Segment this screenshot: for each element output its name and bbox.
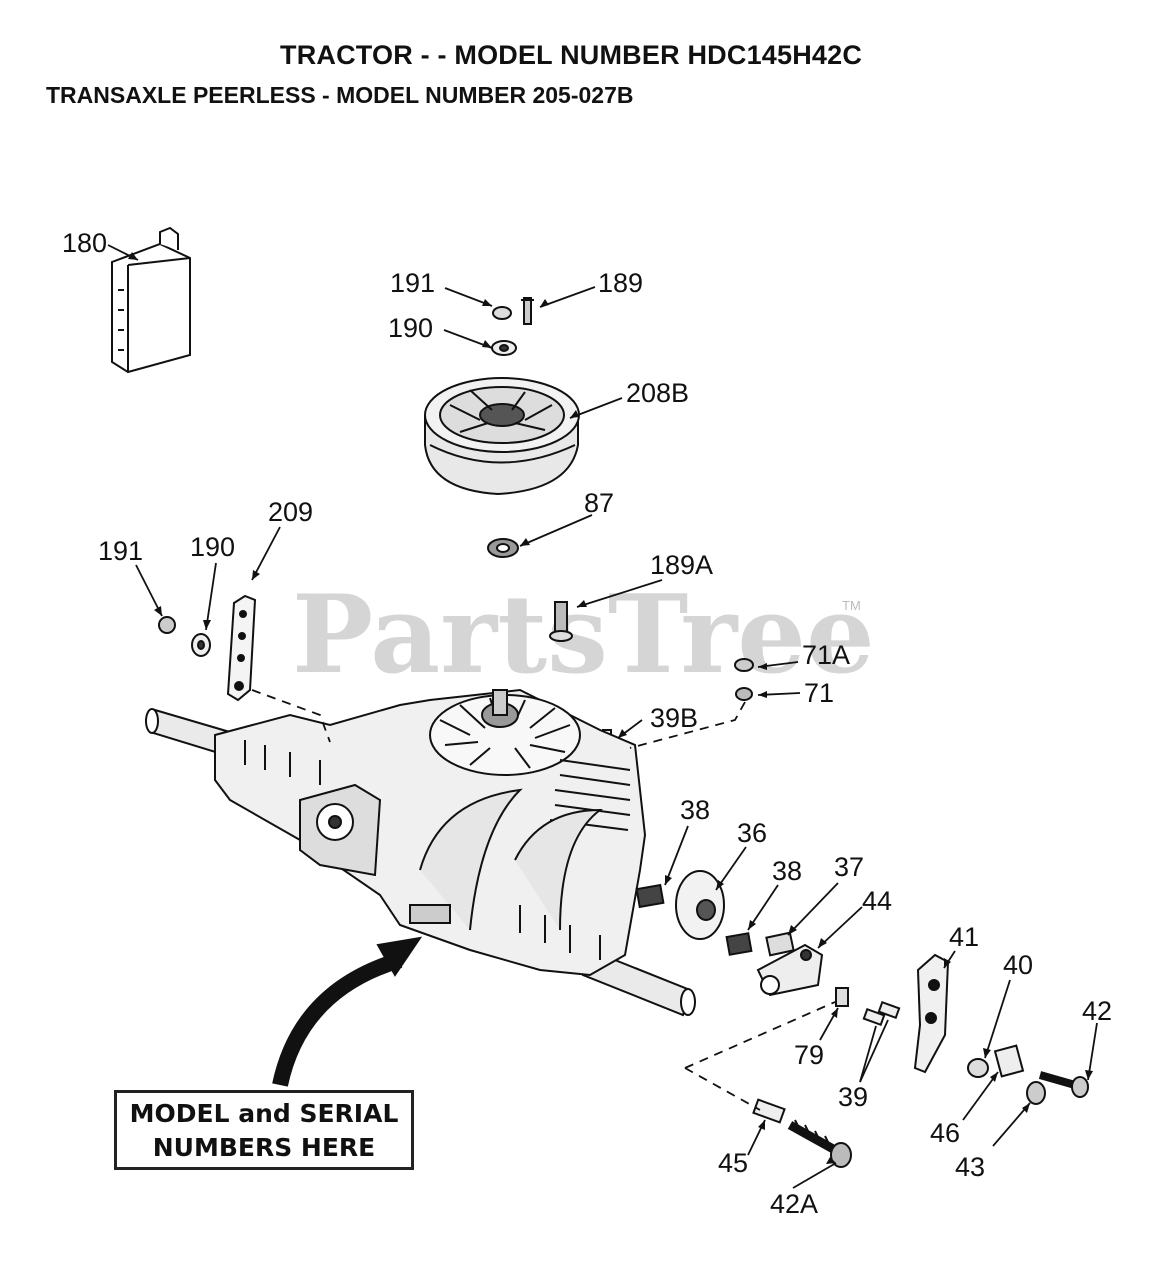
key-38-left-part[interactable]	[635, 883, 665, 909]
label-43: 43	[955, 1152, 985, 1182]
label-87: 87	[584, 488, 614, 518]
washer-190-left-part[interactable]	[191, 633, 211, 657]
label-190-left: 190	[190, 532, 235, 562]
label-36: 36	[737, 818, 767, 848]
bolt-42-part[interactable]	[1038, 1071, 1089, 1098]
callout-line-1: MODEL and SERIAL	[129, 1099, 399, 1128]
bolt-189-part[interactable]	[521, 297, 534, 325]
sleeve-45-part[interactable]	[752, 1098, 786, 1124]
watermark-tm: TM	[842, 598, 861, 613]
pins-39-part[interactable]	[862, 1000, 901, 1027]
pin-79-part[interactable]	[835, 987, 849, 1007]
label-189: 189	[598, 268, 643, 298]
bolt-42a-part[interactable]	[787, 1119, 852, 1168]
label-42a: 42A	[770, 1189, 818, 1219]
nut-191-left-part[interactable]	[158, 616, 176, 634]
label-38-right: 38	[772, 856, 802, 886]
label-180: 180	[62, 228, 107, 258]
pulley-208b-part[interactable]	[424, 377, 580, 496]
diagram-title: TRACTOR - - MODEL NUMBER HDC145H42C	[280, 40, 863, 70]
link-arm-209-part[interactable]	[226, 594, 257, 702]
seal-71a-part[interactable]	[734, 658, 754, 672]
label-41: 41	[949, 922, 979, 952]
bracket-41-part[interactable]	[913, 953, 950, 1074]
label-37: 37	[834, 852, 864, 882]
watermark-text: PartsTree	[292, 572, 875, 698]
transaxle-housing-part[interactable]	[145, 688, 696, 1017]
label-191-left: 191	[98, 536, 143, 566]
plate-37-part[interactable]	[765, 931, 795, 957]
serial-number-callout: MODEL and SERIAL NUMBERS HERE	[114, 1090, 414, 1170]
disc-36-part[interactable]	[675, 870, 725, 940]
label-39: 39	[838, 1082, 868, 1112]
label-40: 40	[1003, 950, 1033, 980]
label-191-top: 191	[390, 268, 435, 298]
oil-bottle-part[interactable]	[111, 226, 191, 374]
label-79: 79	[794, 1040, 824, 1070]
bolt-189a-part[interactable]	[549, 601, 573, 642]
label-208b: 208B	[626, 378, 689, 408]
label-189a: 189A	[650, 550, 713, 580]
washer-87-part[interactable]	[487, 538, 519, 558]
label-190-top: 190	[388, 313, 433, 343]
label-71a: 71A	[802, 640, 850, 670]
diagram-subtitle: TRANSAXLE PEERLESS - MODEL NUMBER 205-02…	[46, 82, 634, 108]
label-44: 44	[862, 886, 892, 916]
key-38-right-part[interactable]	[725, 932, 753, 956]
callout-line-2: NUMBERS HERE	[152, 1133, 376, 1162]
label-39b: 39B	[650, 703, 698, 733]
nut-71-part[interactable]	[735, 687, 753, 701]
label-42: 42	[1082, 996, 1112, 1026]
nut-43-part[interactable]	[1026, 1081, 1046, 1105]
label-209: 209	[268, 497, 313, 527]
washer-40-part[interactable]	[967, 1058, 989, 1078]
bracket-44-part[interactable]	[756, 943, 824, 997]
spacer-46-part[interactable]	[993, 1044, 1025, 1078]
washer-190-top-part[interactable]	[491, 340, 517, 356]
label-45: 45	[718, 1148, 748, 1178]
label-38-left: 38	[680, 795, 710, 825]
nut-191-top-part[interactable]	[492, 306, 512, 320]
label-71: 71	[804, 678, 834, 708]
label-46: 46	[930, 1118, 960, 1148]
